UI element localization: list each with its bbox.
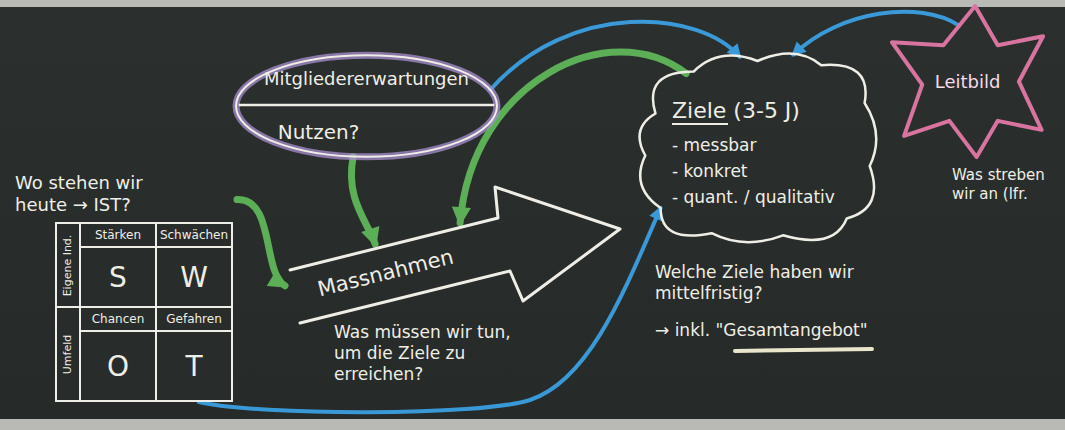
- cloud-line: [640, 54, 877, 243]
- list-item: - quant. / qualitativ: [672, 184, 835, 210]
- text-row: Mitgliedererwartungen: [232, 52, 501, 105]
- side-heading: Eigene Ind.: [62, 234, 75, 296]
- note-text: Was streben wir an (lfr.: [952, 166, 1058, 204]
- arrow-outline: [285, 185, 625, 325]
- table-cell: W: [157, 248, 231, 306]
- column-heading: Chancen: [92, 312, 145, 326]
- table-cell: Stärken: [81, 224, 155, 246]
- green-arrow: [237, 200, 285, 286]
- note-text: → inkl. "Gesamtangebot": [655, 320, 905, 341]
- column-heading: Gefahren: [166, 312, 222, 326]
- swot-letter: W: [180, 261, 208, 294]
- column-heading: Schwächen: [160, 228, 228, 242]
- green-arrow: [460, 52, 686, 223]
- swot-matrix: Wo stehen wir heute → IST? Stärken Schwäch…: [12, 172, 237, 402]
- note: Was müssen wir tun, um die Ziele zu erre…: [334, 322, 512, 385]
- column-heading: Stärken: [95, 228, 141, 242]
- node-subtitle: Nutzen?: [278, 120, 360, 144]
- divider-line: [239, 104, 495, 107]
- swot-letter: T: [185, 350, 202, 383]
- table-cell: Umfeld: [57, 308, 79, 400]
- table-cell: Chancen: [81, 308, 155, 330]
- note: Welche Ziele haben wir mittelfristig?: [655, 262, 891, 304]
- mission-star: Leitbild: [892, 6, 1043, 157]
- cloud-content: Ziele (3-5 J) - messbar- konkret- quant. …: [672, 98, 835, 210]
- arrow-label: Massnahmen: [315, 245, 456, 302]
- table-cell: S: [81, 248, 155, 306]
- heading-underline: [672, 123, 728, 125]
- swot-letter: O: [107, 350, 129, 383]
- node-title: Mitgliedererwartungen: [264, 68, 469, 89]
- ellipse-glow: [236, 55, 497, 157]
- ellipse-line: [236, 55, 497, 157]
- blue-arrow: [199, 208, 661, 412]
- cloud-heading: Ziele (3-5 J): [672, 98, 800, 124]
- goal-cloud: Ziele (3-5 J) - messbar- konkret- quant. …: [630, 40, 885, 250]
- situation-question: Wo stehen wir heute → IST?: [15, 172, 190, 216]
- table-cell: Gefahren: [157, 308, 231, 330]
- list-item: - konkret: [672, 158, 748, 184]
- note: Was streben wir an (lfr.: [952, 166, 1058, 204]
- expectation-ellipse: MitgliedererwartungenNutzen?: [232, 52, 501, 160]
- measures-arrow: Massnahmen: [285, 185, 625, 325]
- star-label: Leitbild: [935, 71, 1001, 92]
- table-cell: Eigene Ind.: [57, 224, 79, 306]
- cloud-outline: [630, 40, 885, 250]
- note-text: Was müssen wir tun, um die Ziele zu erre…: [334, 322, 512, 385]
- green-arrow: [351, 157, 375, 244]
- list-item: - messbar: [672, 132, 756, 158]
- blue-arrow: [490, 22, 739, 90]
- note-text: Welche Ziele haben wir mittelfristig?: [655, 262, 891, 304]
- swot-letter: S: [109, 261, 127, 294]
- star-line: [892, 6, 1043, 157]
- side-heading: Umfeld: [62, 334, 75, 373]
- text-row: Nutzen?: [232, 105, 501, 160]
- arrow-line: [290, 187, 620, 323]
- table-cell: O: [81, 332, 155, 400]
- blue-arrow: [793, 12, 959, 55]
- swot-table: Stärken SchwächenS W Chancen GefahrenO T Eigen…: [55, 222, 233, 402]
- note: → inkl. "Gesamtangebot": [655, 320, 905, 341]
- table-cell: Schwächen: [157, 224, 231, 246]
- chalk-underline: [735, 349, 872, 351]
- star-center: Leitbild: [892, 6, 1043, 157]
- arrow-label-text: Massnahmen: [315, 245, 456, 302]
- table-cell: T: [157, 332, 231, 400]
